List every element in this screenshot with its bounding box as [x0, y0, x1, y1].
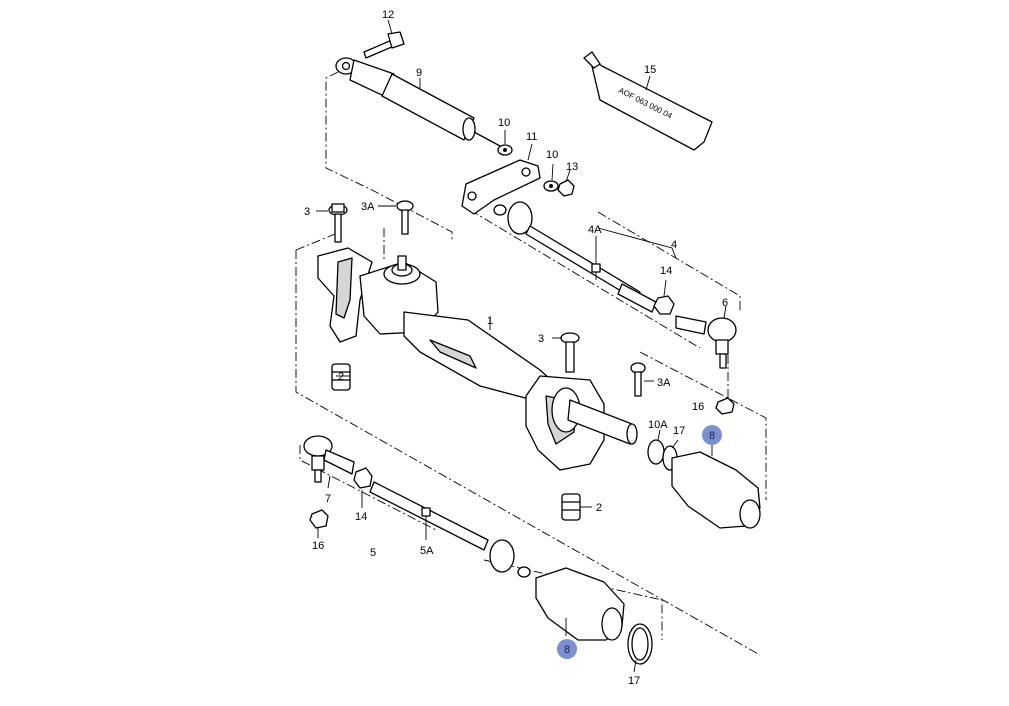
- part-1-steering-rack-housing: [317, 247, 638, 471]
- part-5A-tie-rod-left: [369, 481, 531, 578]
- label-14-lower: 14: [355, 511, 367, 523]
- part-13-nut: [557, 169, 575, 197]
- label-16-lower: 16: [312, 540, 324, 552]
- label-10A: 10A: [648, 419, 668, 431]
- label-1: 1: [487, 315, 493, 327]
- label-9: 9: [416, 67, 422, 79]
- label-4: 4: [671, 239, 677, 251]
- part-10-washers: [497, 130, 559, 192]
- label-10-first: 10: [498, 117, 510, 129]
- label-15: 15: [644, 64, 656, 76]
- part-11-bracket: [461, 143, 541, 215]
- highlight-marker-8-right: [702, 425, 722, 445]
- part-14-lock-nut-upper: [653, 279, 675, 315]
- part-2-rubber-mount-left: [331, 363, 351, 391]
- label-17-lower: 17: [628, 675, 640, 687]
- label-13: 13: [566, 161, 578, 173]
- label-2-left: 2: [338, 371, 344, 383]
- part-8-boot-right: [671, 442, 761, 529]
- label-3A-upper: 3A: [361, 201, 375, 213]
- part-4A-tie-rod-right: [493, 201, 657, 313]
- label-8-right: 8: [709, 430, 715, 442]
- label-3-upper: 3: [304, 206, 310, 218]
- part-3-bolt-upper: [316, 203, 348, 243]
- label-4A: 4A: [588, 224, 602, 236]
- part-3A-bolt-upper: [378, 200, 414, 235]
- assembly-guide-lines: [295, 71, 767, 656]
- label-7: 7: [325, 493, 331, 505]
- label-2-right: 2: [596, 502, 602, 514]
- part-14-lock-nut-lower: [353, 467, 373, 508]
- part-16-nut-upper: [715, 397, 735, 415]
- label-11: 11: [526, 131, 537, 143]
- part-12-bolt: [363, 19, 405, 59]
- label-5A: 5A: [420, 545, 434, 557]
- label-3A-middle: 3A: [657, 377, 671, 389]
- part-9-steering-damper: [335, 57, 501, 147]
- label-14-upper: 14: [660, 265, 672, 277]
- label-6: 6: [722, 297, 728, 309]
- label-12: 12: [382, 9, 394, 21]
- part-17-clamp-lower: [627, 623, 653, 673]
- label-5: 5: [370, 547, 376, 559]
- part-10A-inner-joint: [647, 429, 665, 465]
- part-7-tie-rod-end-left: [303, 435, 355, 489]
- label-10-second: 10: [546, 149, 558, 161]
- label-17-upper: 17: [673, 425, 685, 437]
- part-3A-bolt-middle: [630, 362, 654, 397]
- label-16-upper: 16: [692, 401, 704, 413]
- part-16-nut-lower: [309, 509, 329, 538]
- label-3-middle: 3: [538, 333, 544, 345]
- part-2-rubber-mount-right: [561, 493, 592, 521]
- highlight-marker-8-left: [557, 639, 577, 659]
- label-8-left: 8: [564, 644, 570, 656]
- part-labels: 12 9 15 10 11 10 13 3 3A 4A 4 14 6 1 2 3…: [304, 9, 728, 687]
- part-4-bracket-line: [597, 227, 677, 259]
- part-8-boot-left: [535, 567, 625, 641]
- part-6-tie-rod-end-right: [675, 305, 737, 369]
- part-3-bolt-middle: [552, 332, 580, 373]
